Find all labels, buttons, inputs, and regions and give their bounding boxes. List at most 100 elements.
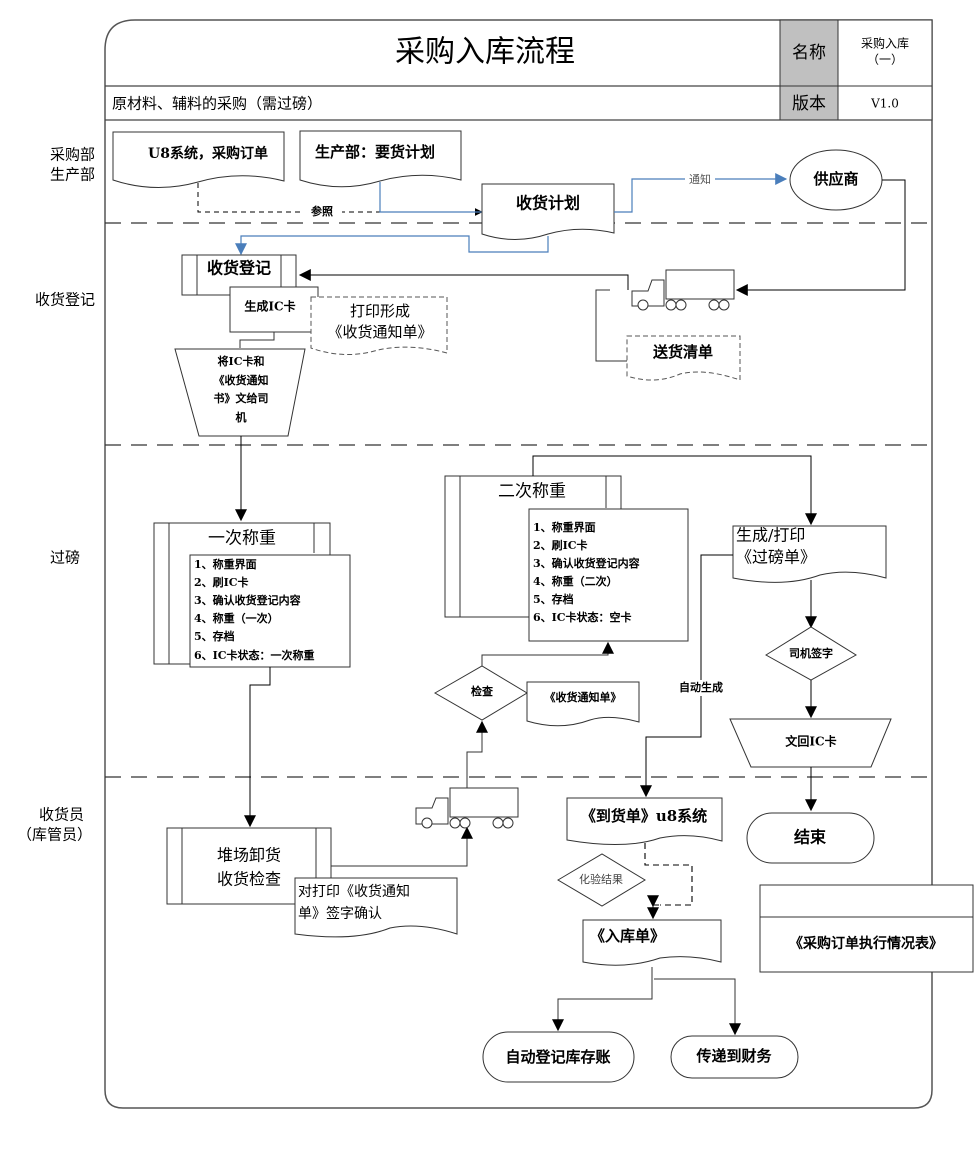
edge-plan-to-receiving-plan [379, 182, 482, 213]
return-ic-node[interactable]: 文回IC卡 [729, 718, 892, 768]
edge-label-reference: 参照 [311, 204, 333, 218]
outer-frame [104, 19, 933, 1109]
generate-ic-node[interactable]: 生成IC卡 [229, 286, 319, 333]
sign-confirm-doc[interactable]: 对打印《收货通知 单》签字确认 [294, 877, 458, 938]
edge-truck-to-delivery-list [595, 289, 627, 362]
page-subtitle: 原材料、辅料的采购（需过磅） [112, 95, 322, 113]
truck-icon [631, 269, 735, 311]
version-value: V1.0 [870, 97, 899, 111]
truck-icon [415, 787, 519, 829]
edge-plan-to-register [235, 235, 549, 256]
hand-to-driver-line4: 机 [236, 410, 247, 424]
u8-order-text: U8系统，采购订单 [148, 145, 268, 162]
first-weigh-step: 6、IC卡状态：一次称重 [194, 648, 315, 662]
auto-inventory-terminal[interactable]: 自动登记库存账 [482, 1031, 635, 1083]
lane-separators [105, 222, 932, 778]
lane-label-production: 生产部 [50, 166, 95, 184]
unload-line2: 收货检查 [217, 870, 281, 889]
first-weigh-step: 4、称重（一次） [194, 611, 279, 625]
end-terminal[interactable]: 结束 [746, 812, 875, 864]
edge-arrival-to-receipt [644, 843, 693, 906]
version-label: 版本 [792, 94, 826, 114]
lane-label-weighing: 过磅 [50, 549, 80, 567]
name-label: 名称 [792, 43, 826, 63]
weigh-slip-line2: 《过磅单》 [736, 548, 816, 567]
edge-second-weigh-to-slip [532, 455, 817, 526]
warehouse-receipt-text: 《入库单》 [590, 927, 665, 945]
warehouse-receipt-doc[interactable]: 《入库单》 [582, 919, 722, 966]
inspect-doc[interactable]: 《收货通知单》 [526, 681, 640, 727]
edge-auto-generate [640, 554, 733, 798]
hand-to-driver-node[interactable]: 将IC卡和 《收货通知 书》文给司 机 [174, 348, 306, 437]
first-weigh-steps: 1、称重界面 2、刷IC卡 3、确认收货登记内容 4、称重（一次） 5、存档 6… [189, 554, 351, 668]
print-notice-doc[interactable]: 打印形成 《收货通知单》 [310, 296, 448, 356]
second-weigh-step: 2、刷IC卡 [533, 538, 588, 552]
lane-label-warehouse: （库管员） [17, 826, 92, 844]
hand-to-driver-line2: 《收货通知 [214, 373, 269, 387]
edge-receipt-to-finance [654, 978, 741, 1036]
second-weigh-step: 1、称重界面 [533, 520, 596, 534]
edge-inspect-to-second-weigh [481, 641, 614, 668]
hand-to-driver-line3: 书》文给司 [214, 391, 269, 405]
print-notice-line1: 打印形成 [350, 302, 410, 320]
edge-ic-to-driver [239, 332, 275, 348]
to-finance-terminal[interactable]: 传递到财务 [670, 1035, 799, 1079]
name-value-line1: 采购入库 [861, 36, 909, 51]
second-weigh-title: 二次称重 [498, 482, 566, 502]
unload-line1: 堆场卸货 [217, 846, 281, 865]
lane-labels: 采购部 生产部 收货登记 过磅 收货员 （库管员） [17, 146, 95, 844]
inspect-decision[interactable]: 检查 [433, 665, 528, 721]
production-plan-doc[interactable]: 生产部：要货计划 [299, 130, 462, 188]
return-ic-text: 文回IC卡 [785, 734, 836, 749]
supplier-text: 供应商 [812, 170, 858, 188]
edge-supplier-to-truck [735, 179, 906, 296]
edge-label-auto-generate: 自动生成 [679, 680, 723, 694]
weigh-slip-line1: 生成/打印 [736, 526, 805, 545]
header-table: 采购入库流程 原材料、辅料的采购（需过磅） 名称 采购入库 （一） 版本 V1.… [105, 19, 933, 121]
edge-truck-to-inspect [466, 720, 488, 788]
name-value-line2: （一） [867, 53, 903, 67]
receiving-plan-doc[interactable]: 收货计划 [481, 183, 615, 240]
receiving-plan-text: 收货计划 [516, 194, 580, 213]
delivery-list-text: 送货清单 [652, 343, 713, 361]
first-weigh-step: 1、称重界面 [194, 557, 257, 571]
to-finance-text: 传递到财务 [695, 1047, 772, 1065]
weigh-slip-doc[interactable]: 生成/打印 《过磅单》 [732, 525, 887, 583]
end-text: 结束 [793, 828, 827, 847]
driver-sign-decision[interactable]: 司机签字 [765, 626, 857, 681]
production-plan-text: 生产部：要货计划 [315, 143, 435, 161]
auto-inventory-text: 自动登记库存账 [505, 1048, 610, 1066]
u8-order-doc[interactable]: U8系统，采购订单 [112, 131, 285, 188]
po-exec-table-text: 《采购订单执行情况表》 [789, 935, 943, 952]
first-weigh-step: 3、确认收货登记内容 [194, 593, 301, 607]
po-exec-table[interactable]: 《采购订单执行情况表》 [759, 884, 974, 973]
arrival-note-doc[interactable]: 《到货单》u8系统 [566, 797, 723, 845]
sign-confirm-line2: 单》签字确认 [298, 905, 382, 922]
inspect-doc-text: 《收货通知单》 [545, 690, 622, 704]
second-weigh-step: 6、IC卡状态：空卡 [533, 610, 632, 624]
second-weigh-step: 5、存档 [533, 592, 574, 606]
second-weigh-step: 4、称重（二次） [533, 574, 618, 588]
inspect-text: 检查 [471, 684, 493, 698]
print-notice-line2: 《收货通知单》 [327, 323, 432, 341]
lane-label-purchasing: 采购部 [50, 146, 95, 164]
edge-label-notify: 通知 [689, 172, 711, 186]
sign-confirm-line1: 对打印《收货通知 [298, 883, 410, 900]
second-weigh-steps: 1、称重界面 2、刷IC卡 3、确认收货登记内容 4、称重（二次） 5、存档 6… [528, 508, 689, 642]
second-weigh-step: 3、确认收货登记内容 [533, 556, 640, 570]
lab-result-decision[interactable]: 化验结果 [557, 853, 646, 907]
generate-ic-text: 生成IC卡 [244, 299, 295, 314]
delivery-list-doc[interactable]: 送货清单 [626, 335, 741, 381]
driver-sign-text: 司机签字 [789, 646, 833, 660]
supplier-node[interactable]: 供应商 [789, 149, 883, 211]
edge-first-weigh-to-unload [244, 667, 271, 828]
page-title: 采购入库流程 [395, 35, 575, 70]
edge-receipt-to-inventory [552, 967, 653, 1032]
lane-label-receiver: 收货员 [39, 806, 84, 824]
first-weigh-step: 5、存档 [194, 629, 235, 643]
name-value-cell [837, 19, 933, 87]
arrival-note-text: 《到货单》u8系统 [581, 807, 707, 825]
edge-unload-to-truck [331, 826, 473, 867]
lab-result-text: 化验结果 [579, 872, 623, 886]
